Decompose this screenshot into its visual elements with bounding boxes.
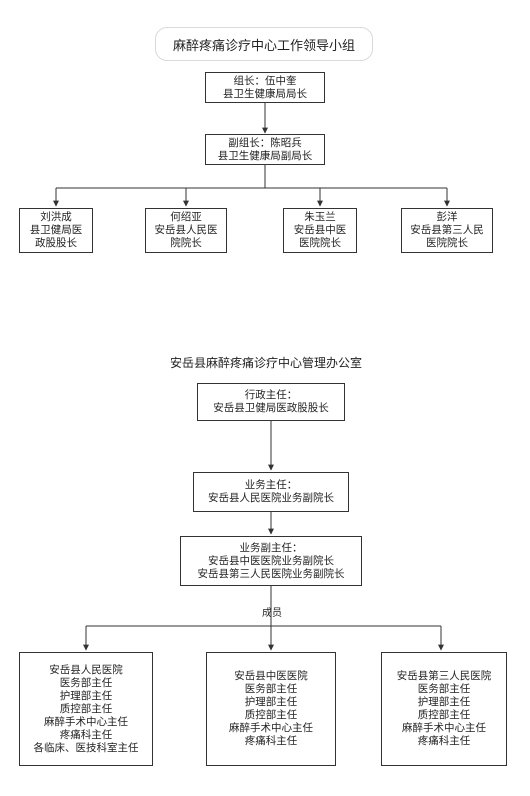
business-director-line-1: 业务主任： xyxy=(244,479,298,491)
unit-1-line-4: 质控部主任 xyxy=(59,702,113,715)
deputy-director-line-2: 安岳县中医医院业务副院长 xyxy=(208,554,334,567)
unit-1-line-5: 麻醉手术中心主任 xyxy=(44,715,128,728)
member-box-1: 刘洪成 县卫健局医 政股股长 xyxy=(19,208,93,253)
admin-director-line-1: 行政主任： xyxy=(244,389,298,401)
member-2-line-1: 何绍亚 xyxy=(170,211,202,223)
unit-2-line-1: 安岳县中医医院 xyxy=(234,670,308,682)
member-1-line-2: 县卫健局医 xyxy=(29,224,83,236)
unit-1-line-3: 护理部主任 xyxy=(59,689,113,702)
unit-3-line-3: 护理部主任 xyxy=(417,696,471,708)
member-2-line-3: 院院长 xyxy=(170,237,202,249)
member-box-4: 彭洋 安岳县第三人民 医院院长 xyxy=(401,208,493,253)
member-box-2: 何绍亚 安岳县人民医 院院长 xyxy=(145,208,227,253)
unit-1-line-7: 各临床、医技科室主任 xyxy=(33,741,139,754)
deputy-leader-box: 副组长：陈昭兵 县卫生健康局副局长 xyxy=(205,134,325,165)
unit-box-3: 安岳县第三人民医院 医务部主任 护理部主任 质控部主任 麻醉手术中心主任 疼痛科… xyxy=(381,652,507,766)
unit-box-2: 安岳县中医医院 医务部主任 护理部主任 质控部主任 麻醉手术中心主任 疼痛科主任 xyxy=(206,652,336,766)
member-4-line-3: 医院院长 xyxy=(426,237,468,249)
member-4-line-1: 彭洋 xyxy=(436,211,458,223)
leader-line-1: 组长：伍中奎 xyxy=(233,74,297,87)
unit-2-line-3: 护理部主任 xyxy=(244,696,298,708)
business-director-box: 业务主任： 安岳县人民医院业务副院长 xyxy=(193,472,349,512)
member-1-line-3: 政股股长 xyxy=(35,237,77,249)
unit-3-line-2: 医务部主任 xyxy=(417,683,471,695)
member-box-3: 朱玉兰 安岳县中医 医院院长 xyxy=(283,208,357,253)
group-title-text: 麻醉疼痛诊疗中心工作领导小组 xyxy=(172,38,355,54)
members-label: 成员 xyxy=(262,608,282,619)
admin-director-box: 行政主任： 安岳县卫健局医政股股长 xyxy=(197,383,345,421)
unit-2-line-2: 医务部主任 xyxy=(244,683,298,695)
business-director-line-2: 安岳县人民医院业务副院长 xyxy=(208,492,334,504)
office-title-text: 安岳县麻醉疼痛诊疗中心管理办公室 xyxy=(169,355,362,370)
member-3-line-3: 医院院长 xyxy=(299,237,341,249)
unit-box-1: 安岳县人民医院 医务部主任 护理部主任 质控部主任 麻醉手术中心主任 疼痛科主任… xyxy=(19,652,153,766)
deputy-director-line-1: 业务副主任： xyxy=(239,541,303,554)
unit-3-line-4: 质控部主任 xyxy=(417,709,471,721)
unit-2-line-4: 质控部主任 xyxy=(244,709,298,721)
unit-1-line-1: 安岳县人民医院 xyxy=(49,663,123,676)
leader-box: 组长：伍中奎 县卫生健康局局长 xyxy=(205,72,325,103)
member-1-line-1: 刘洪成 xyxy=(40,211,72,223)
deputy-leader-line-2: 县卫生健康局副局长 xyxy=(217,149,313,162)
office-title: 安岳县麻醉疼痛诊疗中心管理办公室 xyxy=(150,350,382,374)
member-2-line-2: 安岳县人民医 xyxy=(154,224,218,236)
member-3-line-2: 安岳县中医 xyxy=(293,224,347,236)
admin-director-line-2: 安岳县卫健局医政股股长 xyxy=(213,402,329,414)
leader-line-2: 县卫生健康局局长 xyxy=(223,87,307,100)
unit-3-line-1: 安岳县第三人民医院 xyxy=(396,670,492,682)
unit-2-line-6: 疼痛科主任 xyxy=(244,735,298,747)
member-3-line-1: 朱玉兰 xyxy=(304,211,336,223)
deputy-leader-line-1: 副组长：陈昭兵 xyxy=(228,136,302,149)
unit-1-line-6: 疼痛科主任 xyxy=(59,728,113,741)
member-4-line-2: 安岳县第三人民 xyxy=(410,224,484,236)
unit-3-line-5: 麻醉手术中心主任 xyxy=(402,722,486,734)
group-title: 麻醉疼痛诊疗中心工作领导小组 xyxy=(155,27,373,61)
unit-1-line-2: 医务部主任 xyxy=(59,676,113,689)
unit-2-line-5: 麻醉手术中心主任 xyxy=(229,722,313,734)
unit-3-line-6: 疼痛科主任 xyxy=(417,735,471,747)
deputy-director-box: 业务副主任： 安岳县中医医院业务副院长 安岳县第三人民医院业务副院长 xyxy=(180,536,362,586)
deputy-director-line-3: 安岳县第三人民医院业务副院长 xyxy=(197,567,345,580)
